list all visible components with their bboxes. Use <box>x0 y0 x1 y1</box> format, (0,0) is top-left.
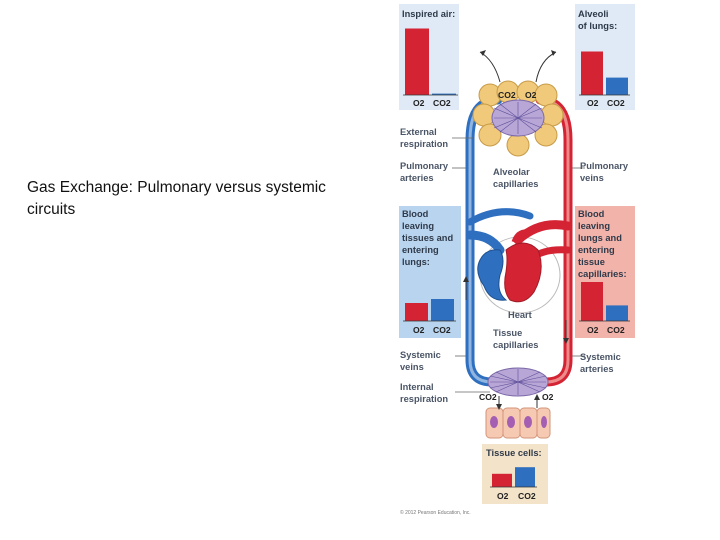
svg-text:entering: entering <box>402 245 439 255</box>
leader-lines <box>452 137 585 393</box>
external-respiration-label: External respiration <box>400 127 448 149</box>
svg-text:capillaries: capillaries <box>493 340 538 350</box>
bar-o2 <box>492 473 512 487</box>
tissue-capillary-mesh <box>487 367 549 397</box>
bar-co2 <box>431 299 454 321</box>
svg-text:entering: entering <box>578 245 615 255</box>
svg-text:leaving: leaving <box>402 221 434 231</box>
systemic-veins-label: Systemic veins <box>400 350 441 372</box>
svg-text:respiration: respiration <box>400 394 448 404</box>
alveolar-capillary-mesh <box>493 102 543 134</box>
bar-o2 <box>581 282 603 321</box>
svg-text:Systemic: Systemic <box>580 352 621 362</box>
alveoli-o2-axis: O2 <box>587 98 599 108</box>
tissue-cells-co2-axis: CO2 <box>518 491 536 501</box>
bar-co2 <box>606 305 628 321</box>
inspired-air-o2-axis: O2 <box>413 98 425 108</box>
co2-top-label: CO2 <box>498 90 516 100</box>
heart-icon <box>477 229 542 303</box>
internal-respiration-label: Internal respiration <box>400 382 448 404</box>
alveoli-bars <box>579 51 630 96</box>
tissue-cells-title: Tissue cells: <box>486 448 542 458</box>
inspired-air-title: Inspired air: <box>402 9 455 19</box>
bar-co2 <box>432 93 456 95</box>
blood-leaving-tissues-title: Blood leaving tissues and entering lungs… <box>402 209 453 267</box>
svg-text:arteries: arteries <box>400 173 434 183</box>
pulmonary-arteries-label: Pulmonary arteries <box>400 161 449 183</box>
svg-text:capillaries:: capillaries: <box>578 269 627 279</box>
svg-text:External: External <box>400 127 437 137</box>
svg-text:veins: veins <box>400 362 424 372</box>
bar-o2 <box>405 28 429 95</box>
svg-text:Blood: Blood <box>578 209 605 219</box>
tissue-cells-o2-axis: O2 <box>497 491 509 501</box>
co2-bottom-label: CO2 <box>479 392 497 402</box>
svg-text:leaving: leaving <box>578 221 610 231</box>
alveoli-co2-axis: CO2 <box>607 98 625 108</box>
blood-leaving-tissues-bars <box>403 299 456 322</box>
tissues-o2-axis: O2 <box>413 325 425 335</box>
bar-co2 <box>606 77 628 95</box>
svg-text:Internal: Internal <box>400 382 434 392</box>
svg-text:respiration: respiration <box>400 139 448 149</box>
bar-o2 <box>581 51 603 95</box>
bar-o2 <box>405 303 428 321</box>
slide-caption: Gas Exchange: Pulmonary versus systemic … <box>27 179 326 218</box>
alveoli-title-line2: of lungs: <box>578 21 617 31</box>
alveoli-title-line1: Alveoli <box>578 9 608 19</box>
svg-text:Systemic: Systemic <box>400 350 441 360</box>
svg-text:Blood: Blood <box>402 209 429 219</box>
inspired-air-bars <box>403 28 458 96</box>
tissue-cells-bars <box>490 467 537 488</box>
alveolar-capillaries-label: Alveolar capillaries <box>493 167 538 189</box>
blood-leaving-lungs-bars <box>579 282 630 322</box>
arrowheads <box>463 50 569 410</box>
tissues-co2-axis: CO2 <box>433 325 451 335</box>
lungs-co2-axis: CO2 <box>607 325 625 335</box>
pulmonary-veins-label: Pulmonary veins <box>580 161 629 183</box>
heart-label: Heart <box>508 310 532 320</box>
svg-text:tissue: tissue <box>578 257 605 267</box>
svg-text:lungs and: lungs and <box>578 233 622 243</box>
svg-text:Alveolar: Alveolar <box>493 167 530 177</box>
lungs-o2-axis: O2 <box>587 325 599 335</box>
blood-leaving-lungs-title: Blood leaving lungs and entering tissue … <box>578 209 627 279</box>
copyright-text: © 2012 Pearson Education, Inc. <box>400 509 471 516</box>
svg-text:Pulmonary: Pulmonary <box>580 161 629 171</box>
svg-text:Pulmonary: Pulmonary <box>400 161 449 171</box>
inspired-air-co2-axis: CO2 <box>433 98 451 108</box>
svg-text:capillaries: capillaries <box>493 179 538 189</box>
svg-text:arteries: arteries <box>580 364 614 374</box>
svg-text:lungs:: lungs: <box>402 257 430 267</box>
svg-text:veins: veins <box>580 173 604 183</box>
tissue-capillaries-label: Tissue capillaries <box>493 328 538 350</box>
tissue-cells-drawing <box>485 407 551 439</box>
systemic-arteries-label: Systemic arteries <box>580 352 621 374</box>
svg-text:Tissue: Tissue <box>493 328 522 338</box>
svg-text:tissues and: tissues and <box>402 233 453 243</box>
bar-co2 <box>515 467 535 487</box>
o2-top-label: O2 <box>525 90 537 100</box>
o2-bottom-label: O2 <box>542 392 554 402</box>
